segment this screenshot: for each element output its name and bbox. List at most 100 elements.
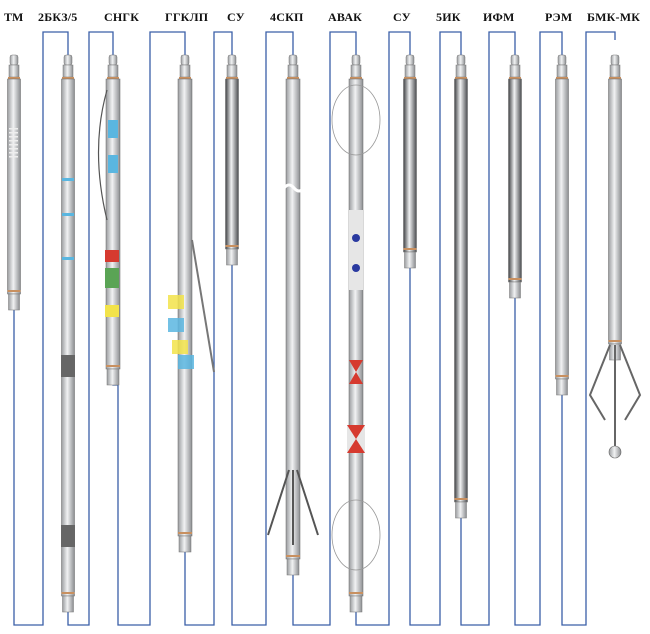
label-4skp: 4СКП: [270, 10, 304, 24]
2bk-blue-ring: [62, 257, 74, 260]
tool-body: [403, 78, 417, 253]
tool-bottom-sub: [509, 281, 521, 299]
label-ggklp: ГГКЛП: [165, 10, 209, 24]
copper-ring: [404, 77, 416, 79]
label-sngk: СНГК: [104, 10, 140, 24]
tm-perforation: [9, 140, 18, 142]
tool-bottom-sub: [8, 293, 20, 311]
tm-perforation: [9, 132, 18, 134]
sngk-blue-block: [108, 155, 118, 173]
tool-body: [508, 78, 522, 283]
bmk-ball: [608, 445, 622, 459]
label-avak: АВАК: [328, 10, 363, 24]
tool-body: [454, 78, 468, 503]
tool-body: [225, 78, 239, 250]
tool-head: [8, 64, 20, 78]
tool-cap: [610, 54, 620, 66]
copper-ring: [556, 77, 568, 79]
2bk-dark-band: [61, 355, 75, 377]
ggklp-arm: [191, 239, 215, 373]
ggklp-color-block: [168, 318, 184, 332]
sngk-blue-block: [108, 120, 118, 138]
copper-ring: [7, 290, 21, 292]
tool-cap: [63, 54, 73, 66]
tool-bottom-sub: [106, 368, 120, 386]
tm-perforation: [9, 144, 18, 146]
ggklp-color-block: [172, 340, 188, 354]
avak-dot: [352, 234, 360, 242]
tool-bottom-sub: [178, 535, 192, 553]
tool-head: [609, 64, 621, 78]
tool-head: [556, 64, 568, 78]
tool-body: [61, 78, 75, 597]
sngk-red-block: [105, 250, 119, 262]
tool-bottom-sub: [62, 595, 74, 613]
copper-ring: [287, 77, 299, 79]
copper-ring: [226, 77, 238, 79]
tool-head: [226, 64, 238, 78]
label-tm: ТМ: [4, 10, 24, 24]
tool-head: [455, 64, 467, 78]
tm-perforation: [9, 148, 18, 150]
tool-head: [404, 64, 416, 78]
tool-cap: [108, 54, 118, 66]
tool-rem: [555, 54, 569, 396]
tool-su2: [403, 54, 417, 269]
copper-ring: [62, 77, 74, 79]
tool-avak: [348, 54, 364, 613]
avak-red-marker: [349, 360, 363, 384]
tool-cap: [180, 54, 190, 66]
tool-head: [509, 64, 521, 78]
label-su2: СУ: [393, 10, 411, 24]
ggklp-color-block: [178, 355, 194, 369]
label-su1: СУ: [227, 10, 245, 24]
label-rem: РЭМ: [545, 10, 573, 24]
tool-body: [348, 78, 364, 597]
copper-ring: [403, 248, 417, 250]
copper-ring: [349, 592, 363, 594]
tool-head: [179, 64, 191, 78]
tool-bottom-sub: [556, 378, 568, 396]
tm-perforation: [9, 136, 18, 138]
ggklp-color-block: [168, 295, 184, 309]
copper-ring: [106, 365, 120, 367]
tool-cap: [510, 54, 520, 66]
tool-bottom-sub: [286, 558, 300, 576]
tm-perforation: [9, 156, 18, 158]
tool-bottom-sub: [349, 595, 363, 613]
tool-head: [350, 64, 362, 78]
copper-ring: [8, 77, 20, 79]
tool-sngk: [105, 54, 121, 386]
copper-ring: [609, 77, 621, 79]
copper-ring: [178, 532, 192, 534]
tool-ifm: [508, 54, 522, 299]
tool-cap: [288, 54, 298, 66]
sngk-green-block: [105, 268, 119, 288]
tool-cap: [227, 54, 237, 66]
avak-sensor-section: [349, 210, 363, 290]
label-ifm: ИФМ: [483, 10, 515, 24]
2bk-dark-band: [61, 525, 75, 547]
sngk-bow-spring: [97, 89, 108, 221]
copper-ring: [225, 245, 239, 247]
tool-body: [7, 78, 21, 295]
avak-loop-bottom: [331, 499, 381, 571]
tool-cap: [9, 54, 19, 66]
avak-red-marker: [347, 425, 365, 453]
2bk-blue-ring: [62, 178, 74, 181]
copper-ring: [454, 498, 468, 500]
4skp-break-mark: [282, 183, 306, 193]
copper-ring: [179, 77, 191, 79]
tool-2bk: [61, 54, 75, 613]
tool-cap: [405, 54, 415, 66]
tool-head: [107, 64, 119, 78]
tool-bottom-sub: [404, 251, 416, 269]
tool-bottom-sub: [226, 248, 238, 266]
tm-perforation: [9, 152, 18, 154]
bmk-arms: [588, 344, 642, 455]
tool-cap: [456, 54, 466, 66]
copper-ring: [509, 77, 521, 79]
4skp-arms: [267, 469, 319, 545]
